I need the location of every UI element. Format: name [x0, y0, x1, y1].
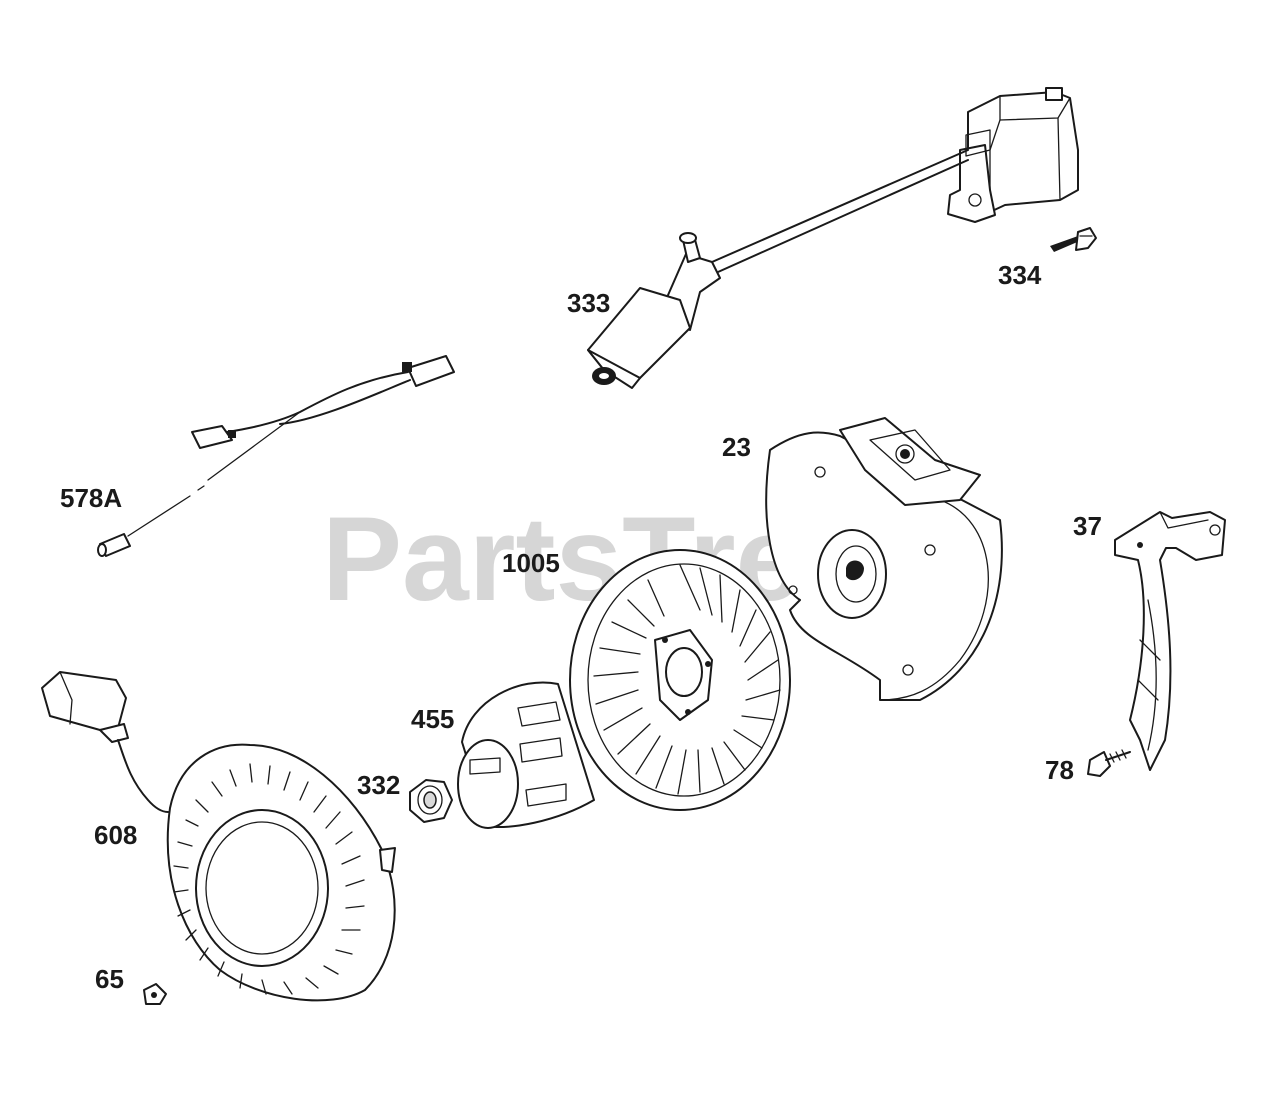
callout-332[interactable]: 332 [357, 770, 400, 800]
part-recoil-starter[interactable] [41, 671, 396, 1002]
part-ground-wire[interactable] [97, 355, 455, 557]
part-bolt-334[interactable] [1050, 227, 1097, 252]
callout-578a[interactable]: 578A [60, 483, 122, 513]
part-nut-332[interactable] [409, 779, 453, 823]
callout-455[interactable]: 455 [411, 704, 454, 734]
callout-23[interactable]: 23 [722, 432, 751, 462]
fan-blades [593, 564, 781, 795]
part-flywheel[interactable] [765, 417, 1003, 701]
part-starter-cup[interactable] [457, 681, 595, 829]
part-bracket-37[interactable] [1114, 511, 1226, 771]
part-fan[interactable] [569, 549, 791, 811]
callout-1005[interactable]: 1005 [502, 548, 560, 578]
callout-78[interactable]: 78 [1045, 755, 1074, 785]
part-screw-78[interactable] [1087, 749, 1131, 777]
callout-334[interactable]: 334 [998, 260, 1042, 290]
callout-608[interactable]: 608 [94, 820, 137, 850]
callout-65[interactable]: 65 [95, 964, 124, 994]
part-ignition-coil[interactable] [587, 87, 1079, 389]
callout-37[interactable]: 37 [1073, 511, 1102, 541]
callout-333[interactable]: 333 [567, 288, 610, 318]
part-screw-65[interactable] [143, 983, 167, 1005]
starter-vents [173, 763, 365, 995]
callouts: 333 334 578A 23 37 1005 455 332 78 608 6… [60, 260, 1102, 994]
